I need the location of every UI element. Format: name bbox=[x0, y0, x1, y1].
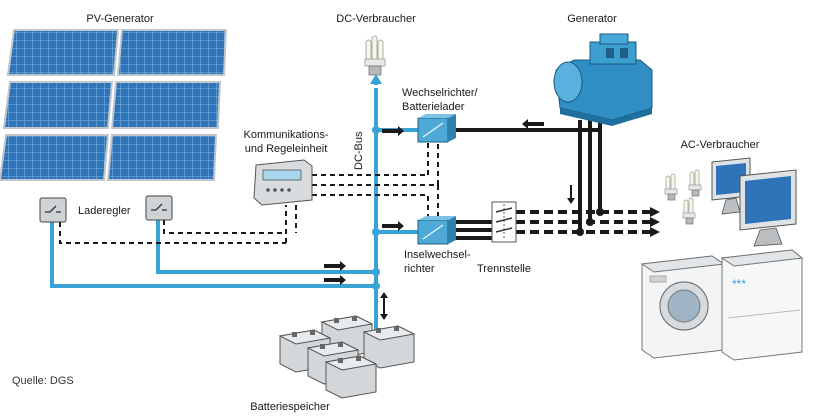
dc-bus-label: DC-Bus bbox=[353, 131, 365, 170]
dc-bus-arrowhead bbox=[370, 74, 382, 84]
flow-arrow bbox=[522, 119, 544, 129]
pv-generator-label: PV-Generator bbox=[86, 13, 154, 25]
control-unit-label-2: und Regeleinheit bbox=[245, 143, 328, 155]
junction-dot bbox=[372, 126, 380, 134]
dc-consumer-label: DC-Verbraucher bbox=[336, 13, 416, 25]
ac-arrowheads bbox=[650, 207, 660, 237]
disconnect-switch-icon bbox=[491, 201, 517, 243]
junction-dot bbox=[576, 228, 584, 236]
wechselrichter-label-2: Batterielader bbox=[402, 101, 465, 113]
junction-dot bbox=[372, 228, 380, 236]
snowflake-icon: *** bbox=[732, 277, 746, 291]
cfl-bulb-icon bbox=[688, 169, 702, 197]
laderegler-label: Laderegler bbox=[78, 205, 131, 217]
control-signal-lines bbox=[59, 140, 439, 244]
junction-dot bbox=[586, 218, 594, 226]
generator-icon bbox=[553, 33, 653, 126]
washing-machine-icon bbox=[640, 255, 726, 359]
pv-generator bbox=[0, 29, 228, 181]
flow-arrows-dc bbox=[324, 126, 404, 320]
control-unit-label-1: Kommunikations- bbox=[244, 129, 329, 141]
source-label: Quelle: DGS bbox=[12, 375, 74, 387]
junction-dot bbox=[372, 282, 380, 290]
generator-label: Generator bbox=[567, 13, 617, 25]
junction-dot bbox=[372, 268, 380, 276]
cfl-bulb-icon bbox=[364, 35, 386, 76]
junction-dot bbox=[596, 208, 604, 216]
wechselrichter-label-1: Wechselrichter/ bbox=[402, 87, 479, 99]
trennstelle-label: Trennstelle bbox=[477, 263, 531, 275]
insel-label-1: Inselwechsel- bbox=[404, 249, 471, 261]
insel-label-2: richter bbox=[404, 263, 435, 275]
cfl-bulb-icon bbox=[682, 197, 696, 225]
cfl-bulb-icon bbox=[664, 173, 678, 201]
ac-load-lines bbox=[516, 210, 650, 234]
inverter-icon bbox=[417, 216, 456, 245]
flow-arrow bbox=[567, 198, 575, 204]
solar-panel-icon bbox=[0, 29, 228, 181]
inverter-icon bbox=[417, 114, 456, 143]
monitor-icon bbox=[739, 169, 797, 247]
control-unit-icon bbox=[253, 159, 313, 206]
battery-icon bbox=[278, 315, 416, 399]
charge-controller-icon bbox=[145, 195, 173, 221]
battery-label: Batteriespeicher bbox=[250, 401, 330, 413]
ac-consumer-label: AC-Verbraucher bbox=[681, 139, 760, 151]
appliances-icon: *** bbox=[640, 157, 804, 361]
charge-controller-icon bbox=[39, 197, 67, 223]
fridge-icon: *** bbox=[720, 249, 804, 361]
